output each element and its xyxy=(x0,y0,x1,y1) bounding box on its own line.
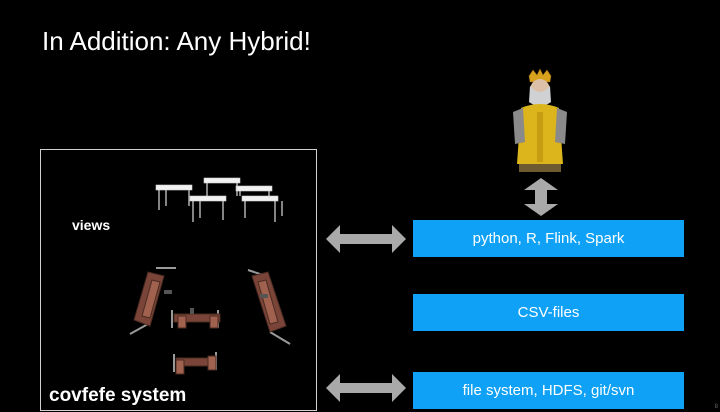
table-stack-icon xyxy=(155,177,283,222)
covfefe-system-box xyxy=(40,149,317,411)
clamp-icon xyxy=(129,267,291,375)
views-label: views xyxy=(72,217,111,233)
vertical-double-arrow-icon xyxy=(524,178,558,216)
horizontal-double-arrow-icon xyxy=(326,374,406,402)
slide-title: In Addition: Any Hybrid! xyxy=(42,26,311,56)
file-system-hdfs-git-svn-box: file system, HDFS, git/svn xyxy=(413,372,684,409)
covfefe-system-label: covfefe system xyxy=(49,385,187,406)
king-figure-icon xyxy=(513,68,567,172)
page-number: 8 xyxy=(714,404,718,410)
csv-files-box: CSV-files xyxy=(413,294,684,331)
horizontal-double-arrow-icon xyxy=(326,225,406,253)
python-r-flink-spark-box: python, R, Flink, Spark xyxy=(413,220,684,257)
